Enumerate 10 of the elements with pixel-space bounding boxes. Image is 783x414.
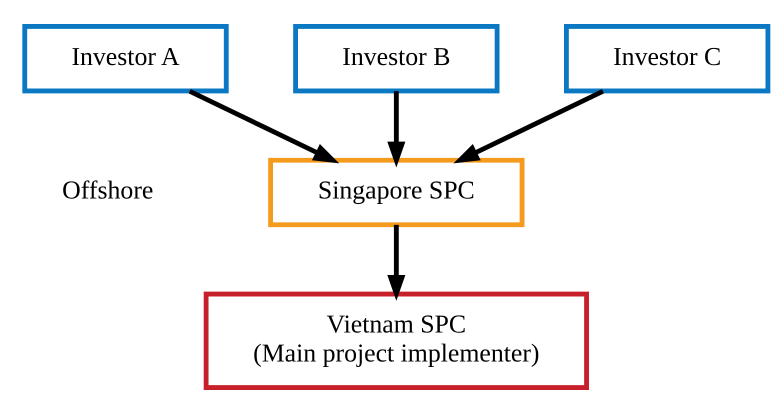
arrow: [387, 224, 406, 301]
node-box: Investor B: [293, 24, 500, 94]
node-box: Vietnam SPC (Main project implementer): [204, 292, 589, 390]
arrow: [188, 89, 340, 164]
arrow: [453, 89, 604, 164]
node-box: Investor A: [22, 24, 229, 94]
arrow: [387, 91, 406, 168]
node-box: Investor C: [564, 24, 770, 94]
node-box: Singapore SPC: [268, 158, 524, 228]
label: Offshore: [62, 176, 154, 205]
